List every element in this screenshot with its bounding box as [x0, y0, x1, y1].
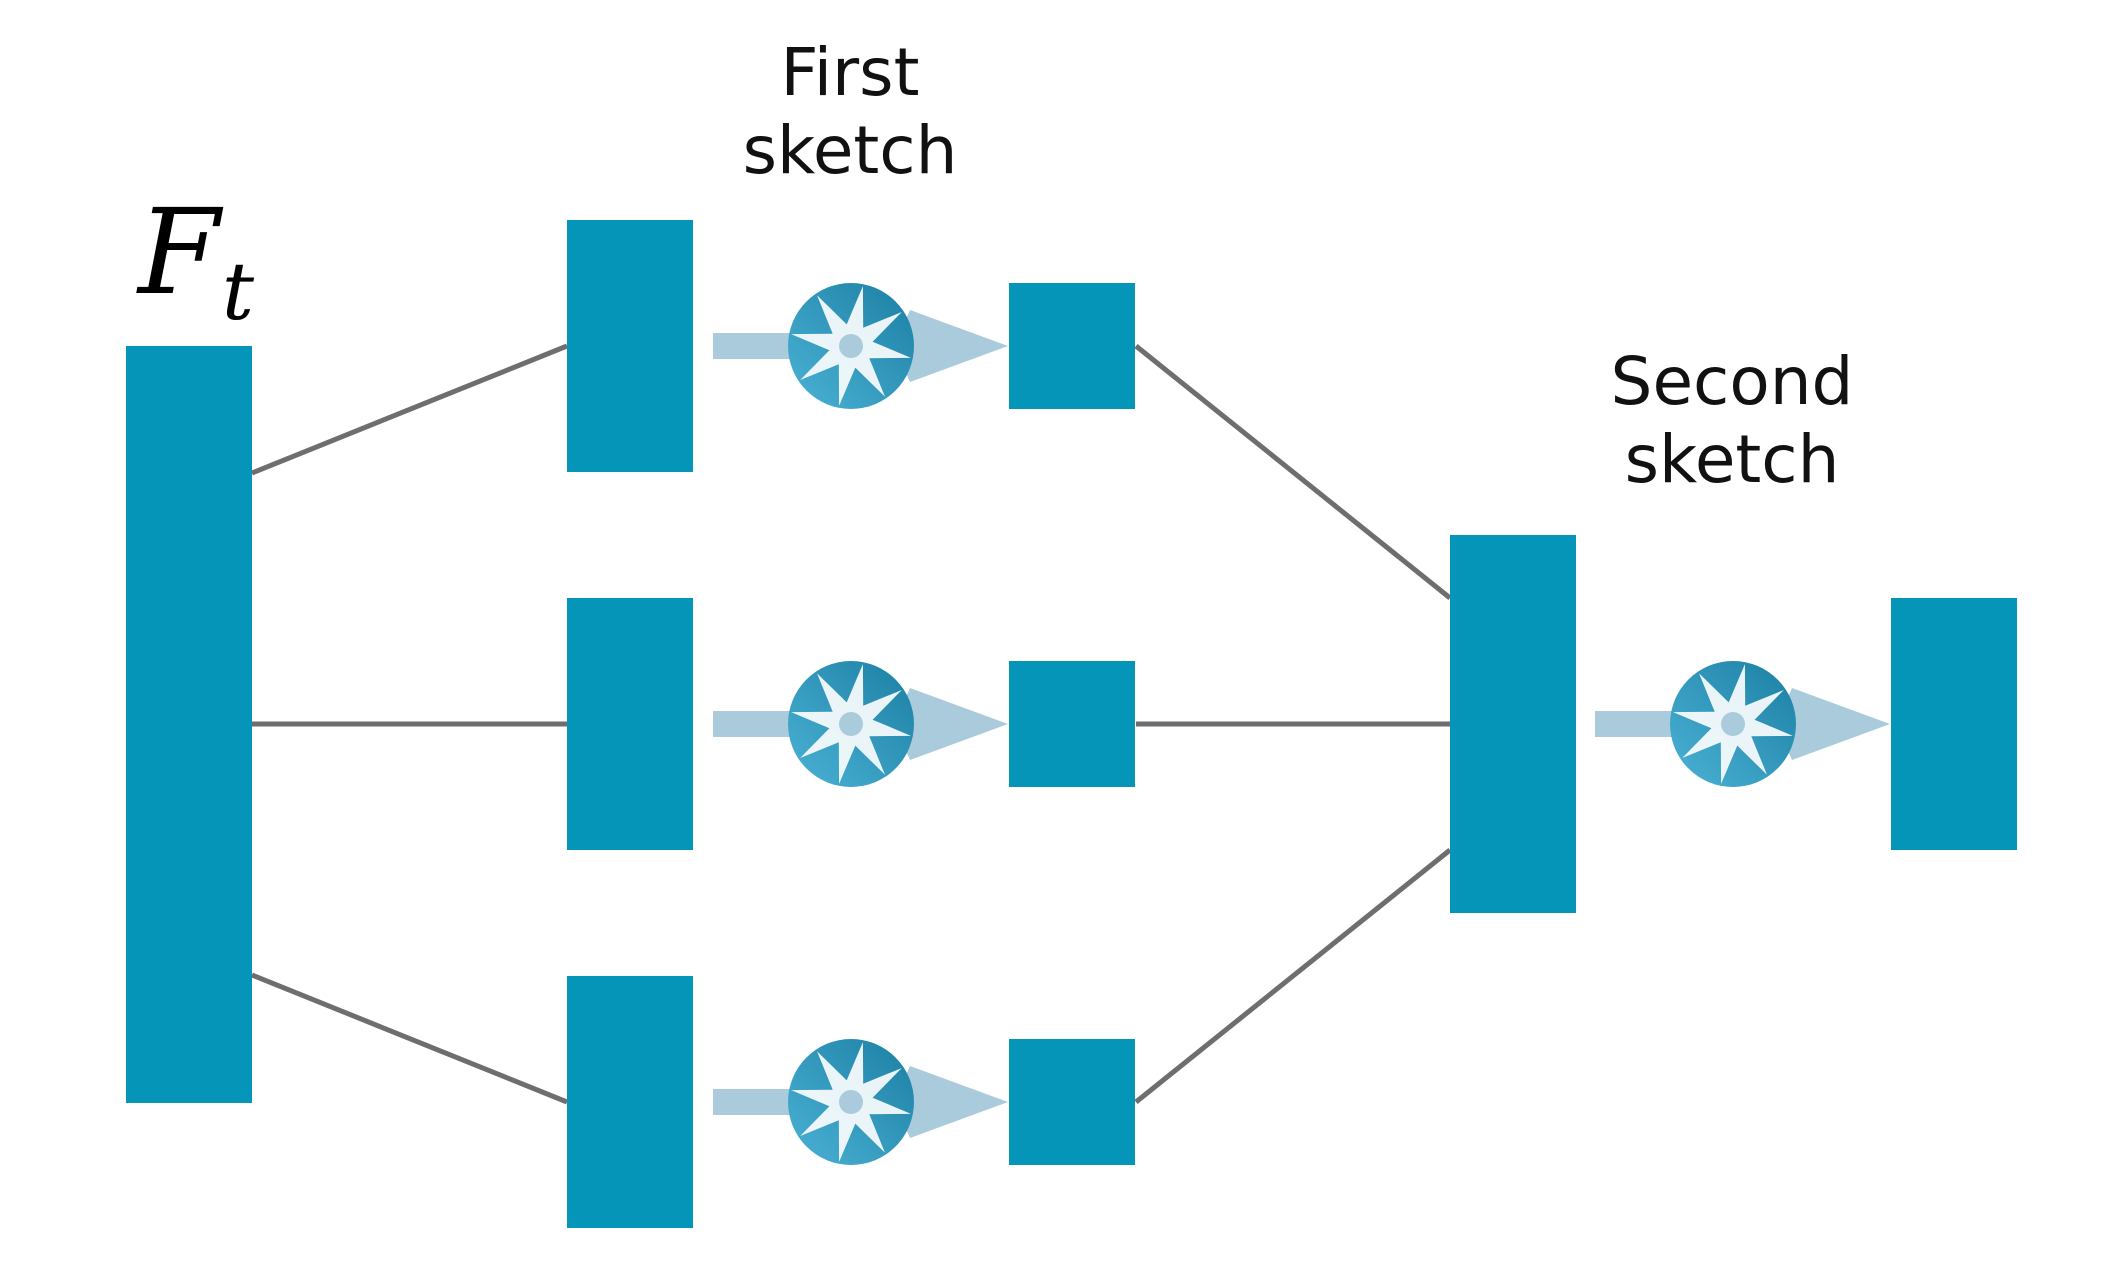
first-sketch-label: First sketch — [700, 34, 1000, 190]
starburst-sketch-icon — [788, 661, 914, 787]
branch-block-1 — [567, 220, 693, 472]
first-sketch-output-block-1 — [1009, 283, 1135, 409]
first-sketch-label-line2: sketch — [742, 112, 958, 189]
starburst-sketch-icon — [1670, 661, 1796, 787]
first-sketch-label-line1: First — [780, 34, 920, 111]
first-sketch-output-block-3 — [1009, 1039, 1135, 1165]
merged-block — [1450, 535, 1576, 913]
input-feature-block — [126, 346, 252, 1103]
second-sketch-output-block — [1891, 598, 2017, 850]
second-sketch-label: Second sketch — [1582, 343, 1882, 499]
starburst-sketch-icon — [788, 1039, 914, 1165]
connector-input-to-branch-1 — [251, 343, 568, 476]
sketch-icons — [788, 283, 1796, 1165]
second-sketch-label-line2: sketch — [1624, 421, 1840, 498]
input-label: Ft — [138, 183, 254, 338]
connectors — [251, 343, 1452, 1105]
first-sketch-output-block-2 — [1009, 661, 1135, 787]
branch-block-3 — [567, 976, 693, 1228]
input-label-subscript: t — [221, 245, 255, 338]
second-sketch-label-line1: Second — [1610, 343, 1854, 420]
input-label-main: F — [138, 183, 220, 321]
connector-sketch-1-to-merge — [1134, 344, 1452, 600]
branch-block-2 — [567, 598, 693, 850]
connector-input-to-branch-3 — [251, 972, 568, 1105]
connector-sketch-3-to-merge — [1134, 848, 1452, 1104]
starburst-sketch-icon — [788, 283, 914, 409]
blocks — [126, 220, 2017, 1228]
